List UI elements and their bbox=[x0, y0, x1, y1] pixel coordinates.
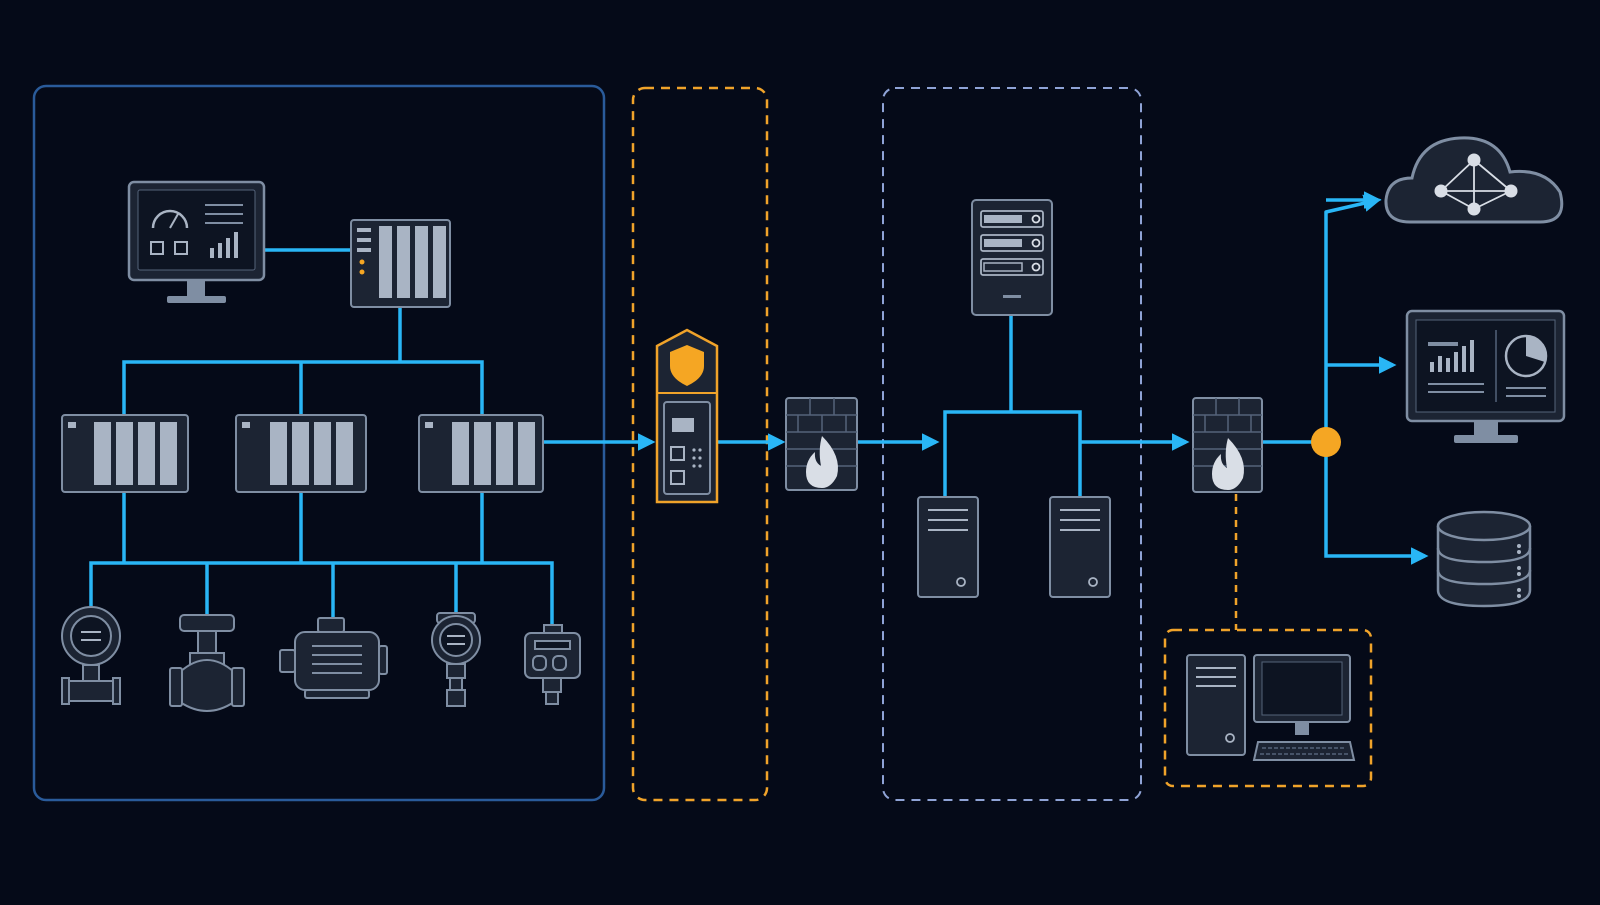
remote-workstation-zone bbox=[1163, 628, 1373, 788]
pressure-transmitter-icon bbox=[431, 612, 481, 707]
plc-rack-icon-b bbox=[235, 414, 367, 493]
tower-server-icon-a bbox=[917, 496, 979, 598]
sensor-icon bbox=[524, 624, 581, 705]
plc-rack-icon-a bbox=[61, 414, 189, 493]
hmi-monitor-icon bbox=[127, 180, 266, 303]
dmz-gateway-zone bbox=[631, 86, 769, 802]
flow-transmitter-icon bbox=[61, 606, 121, 705]
cloud-network-icon bbox=[1384, 136, 1564, 224]
field-bus bbox=[89, 561, 554, 625]
firewall-icon bbox=[785, 397, 858, 491]
network-links bbox=[89, 191, 1429, 625]
rack-server-icon bbox=[971, 199, 1053, 316]
hub-to-cloud bbox=[1324, 194, 1382, 442]
secure-gateway-icon bbox=[655, 328, 719, 504]
distribution-hub-node bbox=[1311, 427, 1341, 457]
database-icon bbox=[1436, 510, 1532, 608]
plc-rack-icon-c bbox=[418, 414, 544, 493]
tower-server-icon-b bbox=[1049, 496, 1111, 598]
server-bus bbox=[943, 410, 1082, 497]
plc-rack-icon bbox=[350, 219, 451, 308]
electric-motor-icon bbox=[279, 617, 388, 699]
hub-to-database bbox=[1324, 442, 1429, 565]
controller-bus bbox=[122, 360, 484, 415]
shield-icon bbox=[670, 345, 704, 386]
firewall-icon-2 bbox=[1192, 397, 1263, 493]
control-valve-icon bbox=[169, 614, 245, 712]
analytics-monitor-icon bbox=[1405, 309, 1566, 443]
site-server-zone bbox=[882, 87, 1142, 801]
workstation-icon bbox=[1186, 654, 1356, 761]
